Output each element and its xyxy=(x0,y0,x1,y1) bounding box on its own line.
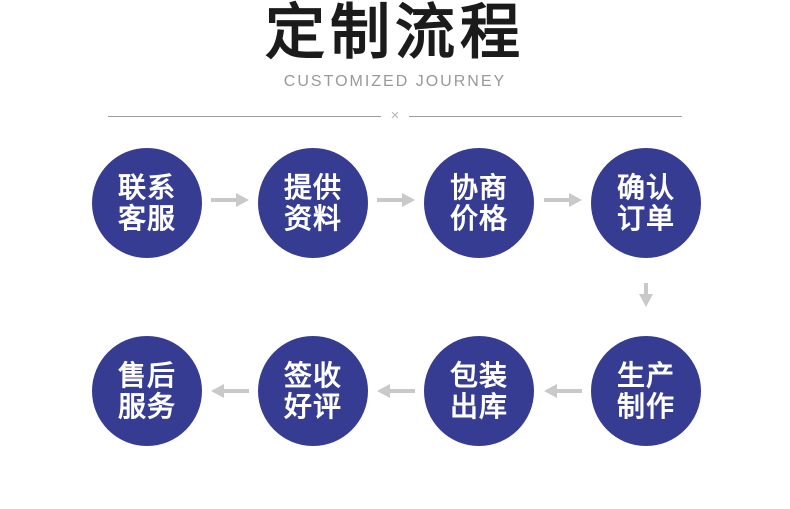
divider-line-right xyxy=(409,115,683,117)
arrow-left-icon xyxy=(544,384,582,398)
step-label: 提供 资料 xyxy=(283,172,342,234)
arrow-down-icon xyxy=(639,283,653,307)
arrow-left-icon xyxy=(211,384,249,398)
arrow-left-icon xyxy=(377,384,415,398)
page-title: 定制流程 xyxy=(265,0,525,66)
step-circle-negotiate-price: 协商 价格 xyxy=(424,148,534,258)
step-label: 签收 好评 xyxy=(283,360,342,422)
page-subtitle: CUSTOMIZED JOURNEY xyxy=(283,73,507,90)
step-circle-production: 生产 制作 xyxy=(591,336,701,446)
step-label: 包装 出库 xyxy=(449,360,508,422)
step-circle-provide-materials: 提供 资料 xyxy=(258,148,368,258)
arrow-right-icon xyxy=(211,193,249,207)
x-divider-icon: × xyxy=(390,107,400,124)
arrow-right-icon xyxy=(544,193,582,207)
step-label: 生产 制作 xyxy=(616,360,675,422)
step-circle-contact-service: 联系 客服 xyxy=(92,148,202,258)
step-label: 协商 价格 xyxy=(449,172,508,234)
step-circle-packaging-shipment: 包装 出库 xyxy=(424,336,534,446)
step-circle-after-sales: 售后 服务 xyxy=(92,336,202,446)
step-label: 确认 订单 xyxy=(616,172,675,234)
divider-line-left xyxy=(108,115,381,117)
step-circle-confirm-order: 确认 订单 xyxy=(591,148,701,258)
step-label: 联系 客服 xyxy=(117,172,176,234)
divider: × xyxy=(108,107,683,124)
step-label: 售后 服务 xyxy=(117,360,176,422)
step-circle-sign-review: 签收 好评 xyxy=(258,336,368,446)
arrow-right-icon xyxy=(377,193,415,207)
